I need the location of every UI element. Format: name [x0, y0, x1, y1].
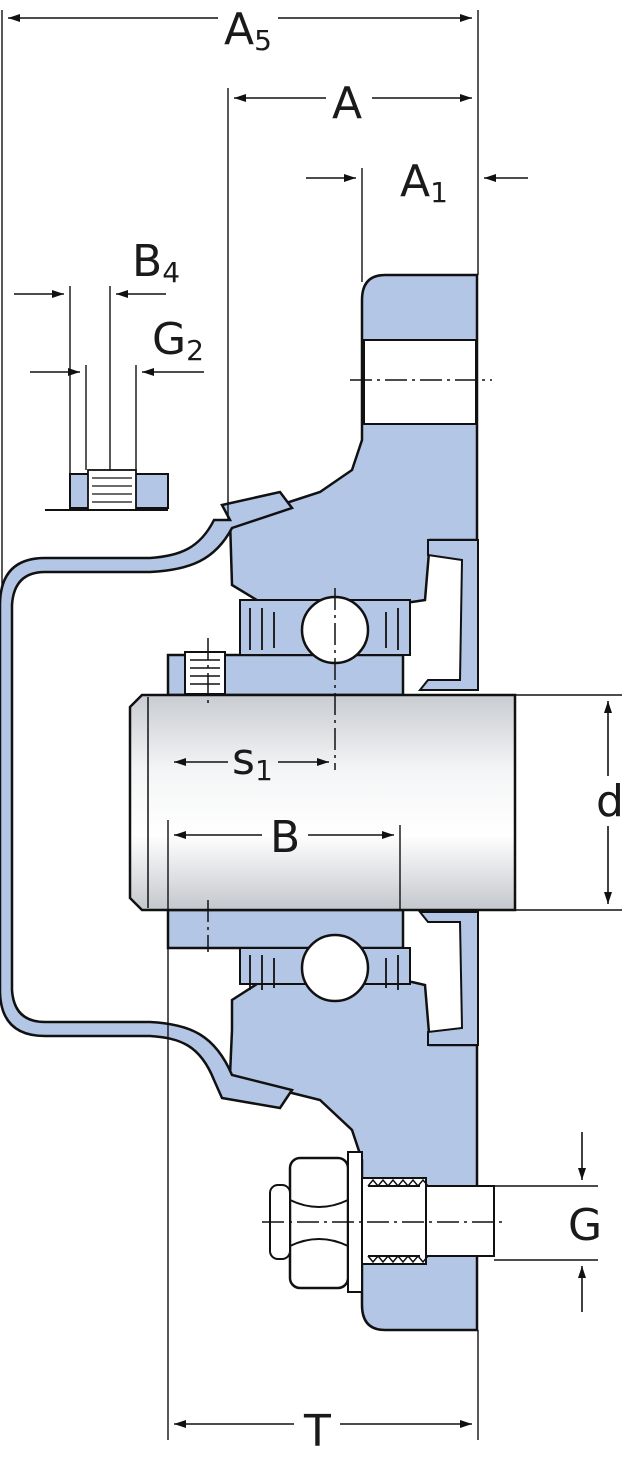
end-cover-outer: [0, 490, 295, 1110]
ball-lower: [300, 933, 370, 1003]
label-G: G: [568, 1200, 602, 1251]
nut-hex: [288, 1156, 350, 1290]
shaft: [128, 693, 517, 912]
label-B4: B4: [132, 236, 180, 289]
seals: [249, 608, 399, 990]
detail-set-screw: [45, 469, 169, 511]
dimension-lines: [8, 14, 612, 1428]
label-B: B: [270, 812, 300, 863]
label-s1: s1: [232, 734, 273, 787]
label-A: A: [332, 78, 362, 129]
extension-lines: [1, 10, 622, 1440]
label-d: d: [596, 776, 623, 827]
dimension-labels: A5 A A1 B4 G2 s1 B d G T: [132, 4, 623, 1457]
center-lines: [207, 379, 505, 1223]
label-A5: A5: [224, 4, 272, 57]
label-G2: G2: [152, 314, 204, 367]
flinger-seal: [417, 539, 479, 1046]
set-screw: [184, 651, 226, 695]
inner-ring-lower: [166, 908, 405, 950]
bolt-hole-upper: [363, 339, 477, 425]
label-A1: A1: [400, 156, 448, 209]
label-T: T: [303, 1406, 331, 1457]
bolt-assembly: [269, 1151, 495, 1293]
